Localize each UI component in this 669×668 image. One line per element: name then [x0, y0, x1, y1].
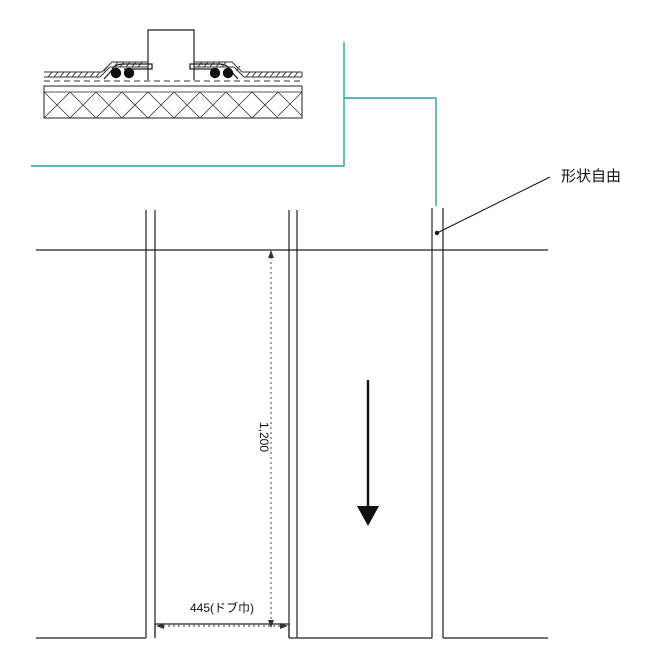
- section-detail: [43, 29, 303, 119]
- callout-leader-line: [31, 42, 345, 167]
- width-dimension: [156, 623, 288, 629]
- free-shape-label: 形状自由: [561, 168, 621, 185]
- callout-connector-line: [344, 97, 437, 206]
- height-dimension: [268, 250, 274, 628]
- down-arrow-icon: [357, 380, 379, 526]
- plan-view: [36, 208, 548, 639]
- bolts: [110, 67, 234, 79]
- center-block: [147, 29, 195, 80]
- width-dimension-label: 445(ドブ巾): [190, 600, 254, 615]
- concrete-slab: [43, 85, 303, 119]
- free-shape-leader: [434, 176, 551, 236]
- height-dimension-label: 1,200: [257, 422, 271, 452]
